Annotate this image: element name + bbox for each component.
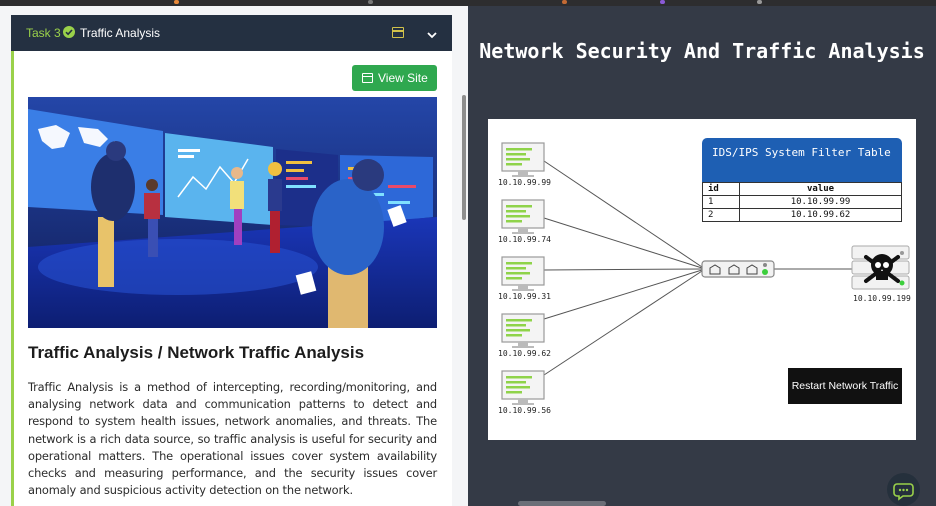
skull-icon <box>864 254 900 283</box>
network-diagram: 10.10.99.99 10.10.99.74 10.10.99.31 10.1… <box>488 119 916 440</box>
host-monitor[interactable] <box>501 313 545 348</box>
host-ip: 10.10.99.99 <box>498 178 551 187</box>
table-row: 2 10.10.99.62 <box>702 208 902 222</box>
host-monitor[interactable] <box>501 370 545 405</box>
browser-tab-strip <box>0 0 936 6</box>
ids-column-id: id <box>702 182 740 196</box>
task-card: Task 3 Traffic Analysis View Site <box>11 15 452 506</box>
ids-table-title: IDS/IPS System Filter Table <box>712 146 891 159</box>
task-number: Task 3 <box>26 26 61 40</box>
check-circle-icon <box>63 26 75 38</box>
task-title: Traffic Analysis <box>80 26 161 40</box>
calendar-icon[interactable] <box>392 27 404 38</box>
chat-button[interactable] <box>887 473 920 506</box>
task-panel: Task 3 Traffic Analysis View Site <box>0 6 466 506</box>
host-monitor[interactable] <box>501 256 545 291</box>
left-scrollbar-thumb[interactable] <box>462 95 466 220</box>
left-scrollbar[interactable] <box>459 6 468 506</box>
restart-network-traffic-button[interactable]: Restart Network Traffic <box>788 368 902 404</box>
horizontal-scrollbar-thumb[interactable] <box>518 501 606 506</box>
network-switch <box>701 260 775 278</box>
progress-rule <box>11 51 14 506</box>
simulation-title: Network Security And Traffic Analysis <box>479 39 925 63</box>
ids-cell-id: 1 <box>702 195 740 209</box>
traffic-analysis-illustration <box>28 97 437 328</box>
attacker-ip: 10.10.99.199 <box>853 294 911 303</box>
view-site-button[interactable]: View Site <box>352 65 437 91</box>
section-paragraph: Traffic Analysis is a method of intercep… <box>28 380 437 498</box>
ids-table: id value 1 10.10.99.99 2 10.10.99.62 <box>702 182 902 222</box>
host-ip: 10.10.99.62 <box>498 349 551 358</box>
window-icon <box>362 73 373 83</box>
ids-column-value: value <box>739 182 902 196</box>
ids-cell-value: 10.10.99.62 <box>739 208 902 222</box>
ids-table-header: IDS/IPS System Filter Table <box>702 138 902 182</box>
task-header[interactable]: Task 3 Traffic Analysis <box>11 15 452 51</box>
section-heading: Traffic Analysis / Network Traffic Analy… <box>28 343 365 362</box>
host-monitor[interactable] <box>501 142 545 177</box>
ids-filter-table: IDS/IPS System Filter Table id value 1 1… <box>702 138 902 222</box>
view-site-label: View Site <box>378 71 428 85</box>
host-ip: 10.10.99.74 <box>498 235 551 244</box>
simulation-panel: Network Security And Traffic Analysis <box>468 6 936 506</box>
ids-cell-id: 2 <box>702 208 740 222</box>
ids-cell-value: 10.10.99.99 <box>739 195 902 209</box>
host-ip: 10.10.99.56 <box>498 406 551 415</box>
host-ip: 10.10.99.31 <box>498 292 551 301</box>
network-lines <box>501 142 910 405</box>
table-row: 1 10.10.99.99 <box>702 195 902 209</box>
host-monitor[interactable] <box>501 199 545 234</box>
chat-icon <box>893 483 914 501</box>
chevron-down-icon[interactable] <box>426 26 438 39</box>
